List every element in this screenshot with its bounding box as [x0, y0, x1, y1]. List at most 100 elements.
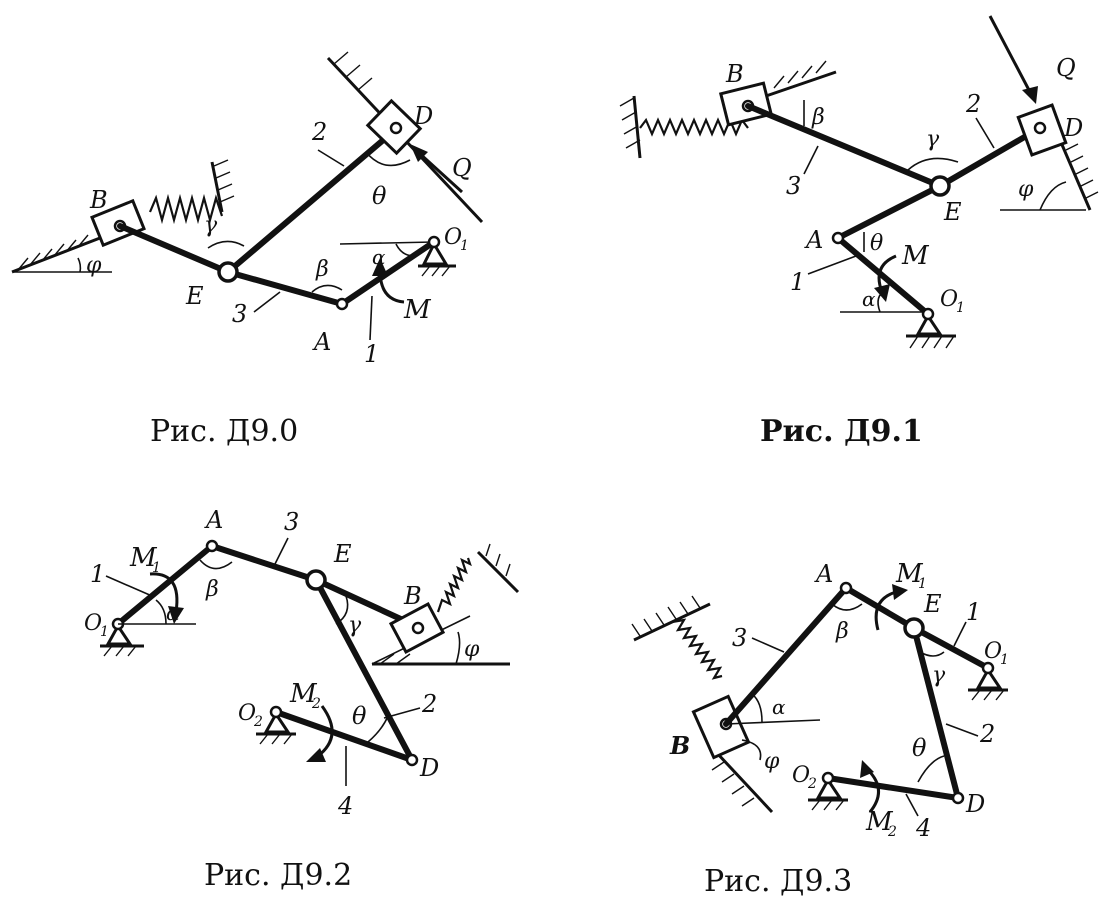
point-b-label: B — [669, 731, 690, 760]
angle-phi-label: φ — [464, 637, 480, 662]
link-3-leader — [273, 537, 289, 567]
link-ed — [911, 625, 961, 801]
moment-m-head — [372, 258, 388, 276]
angle-alpha-label: α — [372, 245, 386, 269]
joint-a — [205, 539, 219, 553]
link-1-label: 1 — [966, 598, 981, 626]
moment-m2-head — [306, 748, 326, 762]
joint-d — [951, 791, 965, 805]
joint-o1 — [427, 235, 441, 249]
spring-wall-b-hatching — [213, 159, 235, 203]
link-ae — [209, 543, 319, 583]
point-b-label: B — [725, 60, 744, 88]
point-o1-label: O — [444, 225, 462, 250]
point-e-label: E — [333, 540, 352, 568]
figure-d9-3: B α φ 3 A β M 1 E γ 1 O 1 2 θ D — [560, 460, 1116, 860]
link-be — [745, 103, 943, 189]
guide-d-hatching — [1065, 143, 1099, 199]
link-2-label: 2 — [311, 118, 327, 146]
angle-gamma-arc — [335, 595, 349, 625]
point-a-label: A — [804, 226, 823, 254]
link-4-label: 4 — [915, 814, 931, 842]
link-3-leader — [253, 291, 281, 313]
moment-m2-label: M — [865, 807, 894, 837]
link-ba — [723, 585, 849, 727]
point-o1-subscript: 1 — [956, 300, 965, 316]
force-q-label: Q — [452, 154, 472, 182]
angle-phi-arc — [741, 739, 762, 761]
moment-m-label: M — [403, 295, 432, 325]
angle-theta-label: θ — [912, 734, 927, 762]
angle-phi-arc — [455, 631, 461, 665]
moment-m1-head — [892, 584, 908, 600]
moment-m1-arrow — [149, 572, 179, 613]
figure-d9-1: B β E γ D φ Q 2 3 1 A θ M α — [560, 0, 1116, 460]
force-q-label: Q — [1056, 54, 1076, 82]
link-1-leader — [369, 295, 373, 341]
link-4-label: 4 — [337, 792, 353, 820]
diagram-d9-3: B α φ 3 A β M 1 E γ 1 O 1 2 θ D — [631, 559, 1009, 842]
angle-beta-label: β — [835, 619, 849, 644]
point-a-label: A — [204, 506, 223, 534]
spring-wall-b-hatching — [619, 97, 641, 149]
guide-b-hatching — [711, 761, 755, 807]
spring-wall-b — [476, 550, 520, 594]
moment-m1-subscript: 1 — [918, 576, 927, 592]
spring-b — [436, 557, 472, 613]
angle-phi-label: φ — [1018, 177, 1034, 202]
link-3-leader — [751, 637, 785, 653]
joint-d — [1033, 121, 1047, 135]
moment-m2-arrow — [866, 768, 880, 813]
angle-beta-label: β — [205, 577, 219, 602]
joint-o2 — [269, 705, 283, 719]
angle-beta-label: β — [315, 257, 329, 282]
moment-m-label: M — [901, 241, 930, 271]
link-ae — [843, 585, 917, 631]
angle-alpha-label: α — [772, 695, 786, 719]
spring-wall-b — [210, 161, 224, 213]
spring-wall-b-hatching — [485, 543, 511, 577]
support-o2-hatching — [811, 799, 845, 811]
link-ed — [225, 127, 398, 275]
point-e-label: E — [943, 198, 962, 226]
point-o2-label: O — [238, 701, 256, 726]
point-o1-label: O — [940, 287, 958, 312]
link-3-label: 3 — [786, 172, 801, 200]
angle-theta-label: θ — [352, 702, 367, 730]
link-3-label: 3 — [284, 508, 299, 536]
joint-d — [405, 753, 419, 767]
support-o1-hatching — [421, 265, 451, 277]
diagram-d9-0: φ B E γ D Q θ 2 3 1 A β — [11, 51, 484, 368]
link-1-leader — [953, 621, 967, 647]
point-o1-subscript: 1 — [1000, 652, 1009, 668]
angle-phi-arc — [1039, 181, 1067, 211]
angle-alpha-arc — [877, 289, 887, 313]
angle-phi-label: φ — [764, 749, 780, 774]
point-o1-subscript: 1 — [100, 624, 109, 640]
link-ea — [225, 269, 345, 307]
joint-b — [411, 621, 425, 635]
link-2-leader — [317, 149, 345, 167]
diagram-d9-1: B β E γ D φ Q 2 3 1 A θ M α — [619, 15, 1099, 349]
link-ao1 — [339, 239, 437, 307]
joint-o1 — [981, 661, 995, 675]
moment-m1-subscript: 1 — [152, 560, 161, 576]
angle-gamma-label: γ — [926, 127, 940, 152]
support-o1 — [975, 667, 1003, 690]
angle-gamma-arc — [919, 651, 945, 657]
angle-theta-arc — [367, 715, 389, 743]
point-o2-label: O — [792, 763, 810, 788]
joint-a — [831, 231, 845, 245]
guide-d-hatching — [333, 51, 373, 91]
angle-gamma-arc — [207, 240, 245, 249]
caption-d9-0: Рис. Д9.0 — [150, 414, 299, 449]
guide-b — [714, 750, 774, 814]
angle-theta-label: θ — [870, 231, 883, 256]
angle-beta-arc — [311, 284, 343, 293]
joint-d — [389, 121, 403, 135]
link-1-leader — [807, 255, 857, 275]
support-o1 — [105, 623, 133, 646]
link-4-leader — [905, 793, 919, 817]
link-ao1 — [835, 235, 931, 317]
joint-o2 — [821, 771, 835, 785]
